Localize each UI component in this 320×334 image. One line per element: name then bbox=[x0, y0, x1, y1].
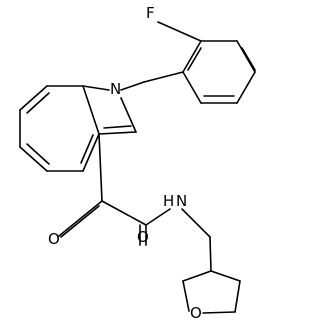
tetrahydrofurfuryl-linker bbox=[181, 208, 212, 272]
amide-oxygen-label: O bbox=[137, 228, 149, 246]
label-backgrounds bbox=[47, 2, 203, 322]
indole-pyrrole-ring bbox=[82, 85, 137, 135]
molecule-structure: F N O O H N O bbox=[19, 2, 256, 322]
amide-nitrogen-bond bbox=[145, 208, 171, 226]
fluorobenzene-ring bbox=[182, 40, 256, 104]
carbon-fluorine-bond bbox=[157, 21, 202, 42]
amide-carbonyl bbox=[139, 224, 147, 246]
keto-carbonyl bbox=[58, 200, 103, 238]
fluorine-label: F bbox=[146, 4, 155, 22]
tetrahydrofuran-ring bbox=[182, 270, 241, 314]
indole-to-keto-bond bbox=[98, 133, 103, 202]
amide-nitrogen-label: N bbox=[176, 192, 187, 210]
amide-hydrogen-label: H bbox=[163, 192, 174, 210]
benzyl-linker bbox=[120, 71, 184, 91]
ketone-oxygen-label: O bbox=[48, 230, 60, 248]
indole-benzene-ring bbox=[19, 85, 100, 172]
ring-oxygen-label: O bbox=[190, 304, 202, 322]
keto-to-amide-bond bbox=[101, 200, 147, 226]
indole-nitrogen-label: N bbox=[110, 80, 121, 98]
